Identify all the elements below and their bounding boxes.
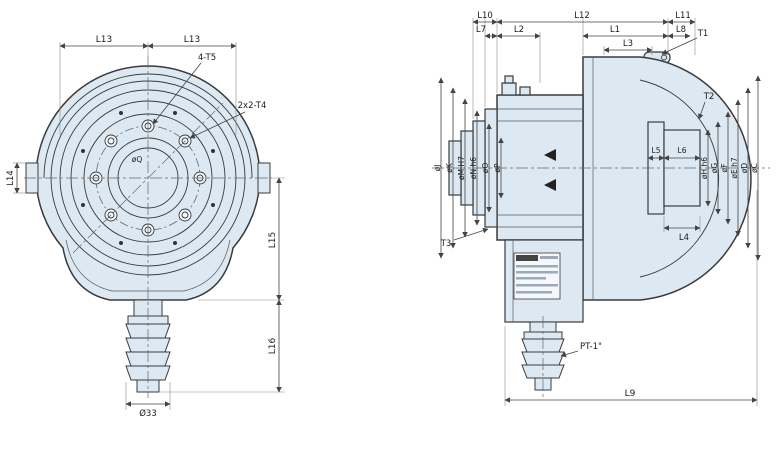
side-lug-hole xyxy=(661,54,667,61)
dim-l5: L5 xyxy=(652,146,661,155)
side-view: L10 L12 L11 L7 L2 L1 L8 L3 L5 L6 L4 xyxy=(432,11,770,406)
dim-dia-d: øD xyxy=(740,163,749,174)
side-top-clamp xyxy=(501,82,517,96)
front-outer-double-arc xyxy=(43,73,253,179)
side-dimensions-dia-right: øH h6 øG øF øE h7 øD øC xyxy=(700,75,761,261)
dim-l13-left: L13 xyxy=(96,35,112,45)
note-4-t5: 4-T5 xyxy=(198,53,216,63)
dim-l4: L4 xyxy=(679,233,689,243)
dim-l11: L11 xyxy=(675,11,691,21)
side-top-clamp-knob xyxy=(504,75,514,84)
dim-dia33: Ø33 xyxy=(139,408,157,419)
dim-dia-c: øC xyxy=(750,163,759,173)
dim-l2: L2 xyxy=(514,25,524,35)
side-main-cylinder xyxy=(496,94,584,241)
side-dimension-l9: L9 xyxy=(504,389,758,403)
side-hose-barb xyxy=(521,364,565,379)
dim-l8: L8 xyxy=(676,25,686,35)
front-dimensions: L13 L13 4-T5 2x2-T4 L14 L15 L16 Ø33 øQ xyxy=(6,35,285,419)
dim-l13-right: L13 xyxy=(184,35,200,45)
dim-dia-e: øE h7 xyxy=(730,157,739,178)
dim-l3: L3 xyxy=(623,39,633,49)
dim-dia-f: øF xyxy=(720,164,729,173)
dim-l12: L12 xyxy=(574,11,590,21)
note-t3: T3 xyxy=(440,239,452,249)
note-t1: T1 xyxy=(697,29,709,39)
dim-l6: L6 xyxy=(678,146,687,155)
dim-l9: L9 xyxy=(625,389,636,399)
side-dimensions-top: L10 L12 L11 L7 L2 L1 L8 L3 xyxy=(472,11,696,53)
side-body xyxy=(448,51,752,391)
dim-dia-m: øM H7 xyxy=(457,156,466,180)
side-dimensions-dia-left: øJ øK øM H7 øN h6 øO øP xyxy=(433,77,504,259)
dim-l15: L15 xyxy=(268,232,278,248)
dim-l14: L14 xyxy=(6,170,16,186)
front-view: L13 L13 4-T5 2x2-T4 L14 L15 L16 Ø33 øQ xyxy=(6,35,285,419)
note-2x2-t4: 2x2-T4 xyxy=(238,101,267,111)
side-leader-notes: T1 T2 T3 PT-1" xyxy=(440,29,715,358)
dim-l7: L7 xyxy=(476,25,486,35)
dim-dia-o: øO xyxy=(481,163,490,174)
front-centerline-diagonal xyxy=(72,102,224,254)
dim-dia-k: øK xyxy=(445,162,454,173)
dim-dia-g: øG xyxy=(710,163,719,174)
dim-dia-n: øN h6 xyxy=(469,157,478,179)
dim-dia-j: øJ xyxy=(433,165,442,172)
side-dimensions-boss: L5 L6 L4 xyxy=(647,146,701,243)
dim-dia-h: øH h6 xyxy=(700,157,709,179)
note-pt1: PT-1" xyxy=(580,342,602,352)
dim-l10: L10 xyxy=(477,11,493,21)
dim-dia-p: øP xyxy=(493,163,502,173)
dim-l1: L1 xyxy=(610,25,620,35)
flow-arrow-icon xyxy=(544,149,556,191)
dim-l16: L16 xyxy=(268,337,278,354)
label-center-bore: øQ xyxy=(132,155,143,164)
front-screw-dots xyxy=(81,111,215,245)
nameplate xyxy=(513,252,561,300)
side-top-clamp-screw xyxy=(519,86,531,96)
note-t2: T2 xyxy=(703,92,715,102)
